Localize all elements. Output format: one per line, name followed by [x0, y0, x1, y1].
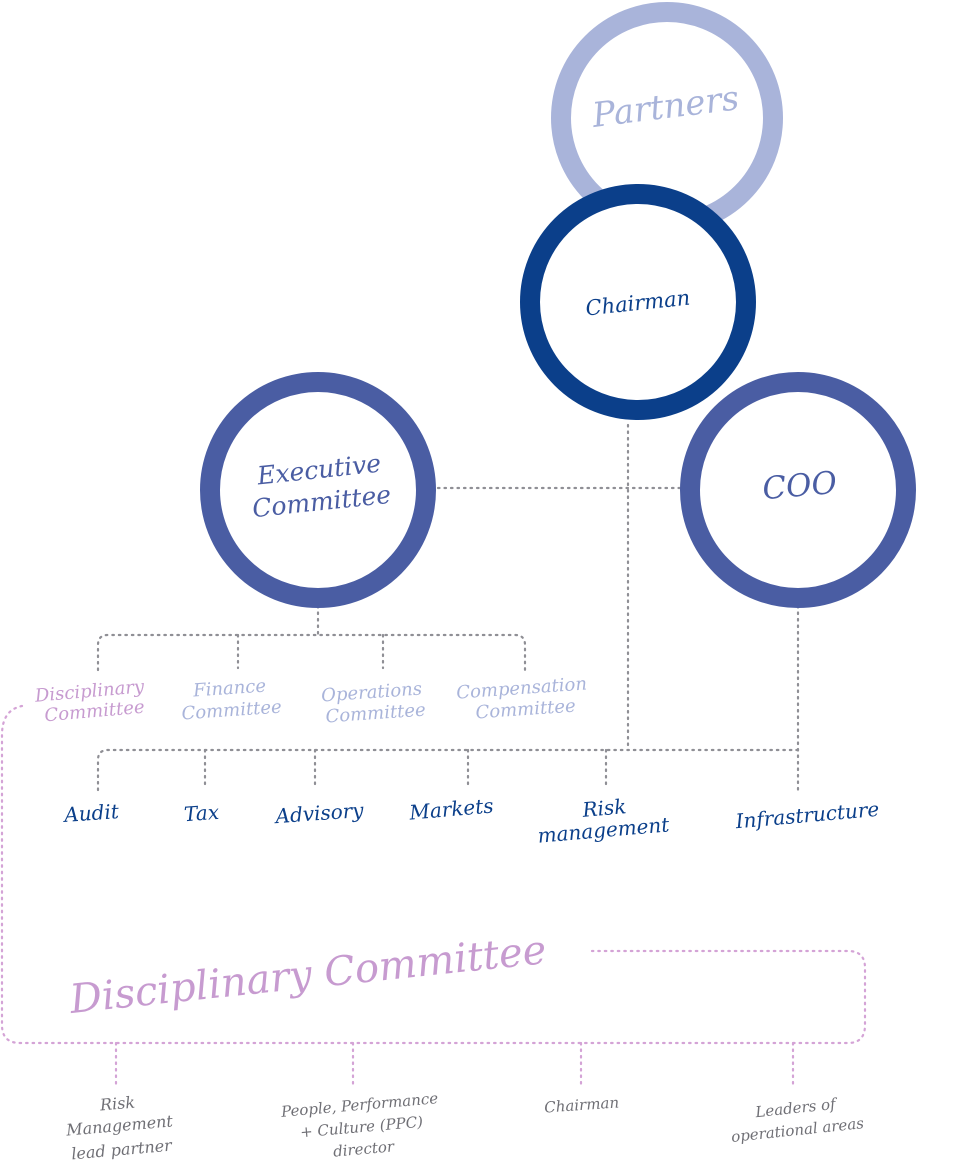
- function-audit: Audit: [61, 799, 120, 827]
- coo-label: COO: [761, 465, 838, 507]
- chairman-circle: [520, 184, 756, 420]
- function-risk-line1: Risk: [581, 794, 628, 822]
- member-risk-line3: lead partner: [71, 1136, 174, 1164]
- connector-committees-bus: [96, 633, 527, 674]
- committee-labels: Disciplinary Committee Finance Committee…: [33, 673, 587, 727]
- function-markets: Markets: [407, 793, 494, 824]
- executive-committee-circle: [200, 372, 436, 608]
- disciplinary-committee-title: Disciplinary Committee: [67, 927, 549, 1023]
- member-risk-line1: Risk: [98, 1093, 136, 1115]
- member-ppc-line3: director: [332, 1137, 395, 1160]
- function-infrastructure: Infrastructure: [734, 797, 880, 834]
- partners-label: Partners: [589, 78, 741, 136]
- member-chairman: Chairman: [544, 1093, 620, 1116]
- connector-disciplinary-loop: [0, 704, 867, 1045]
- connector-functions-bus: [96, 748, 800, 792]
- disciplinary-members: Risk Management lead partner People, Per…: [64, 1089, 865, 1163]
- connector-lines: [0, 423, 867, 1087]
- member-risk-line2: Management: [64, 1111, 174, 1139]
- finance-committee-line1: Finance: [192, 675, 267, 701]
- function-tax: Tax: [183, 800, 220, 826]
- function-risk-line2: management: [537, 812, 672, 848]
- member-leaders-line2: operational areas: [730, 1114, 865, 1146]
- function-advisory: Advisory: [273, 798, 365, 828]
- function-labels: Audit Tax Advisory Markets Risk manageme…: [61, 793, 880, 847]
- coo-circle: [680, 372, 916, 608]
